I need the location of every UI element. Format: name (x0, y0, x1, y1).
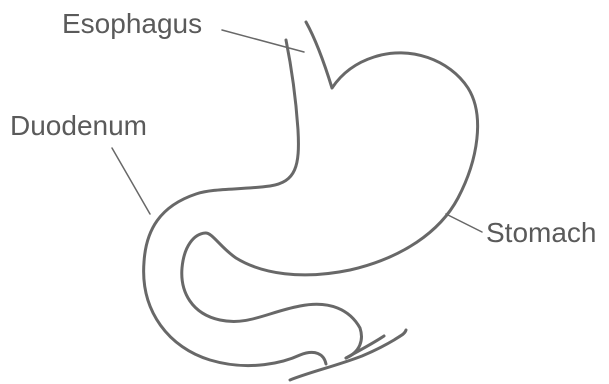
duodenum-label: Duodenum (10, 110, 147, 142)
duodenum-tail (290, 330, 406, 380)
stomach-leader-line (446, 214, 482, 232)
duodenum-outline (144, 40, 326, 366)
esophagus-label: Esophagus (62, 8, 202, 40)
esophagus-leader-line (222, 30, 304, 52)
duodenum-leader-line (112, 148, 150, 214)
stomach-label: Stomach (486, 217, 597, 249)
